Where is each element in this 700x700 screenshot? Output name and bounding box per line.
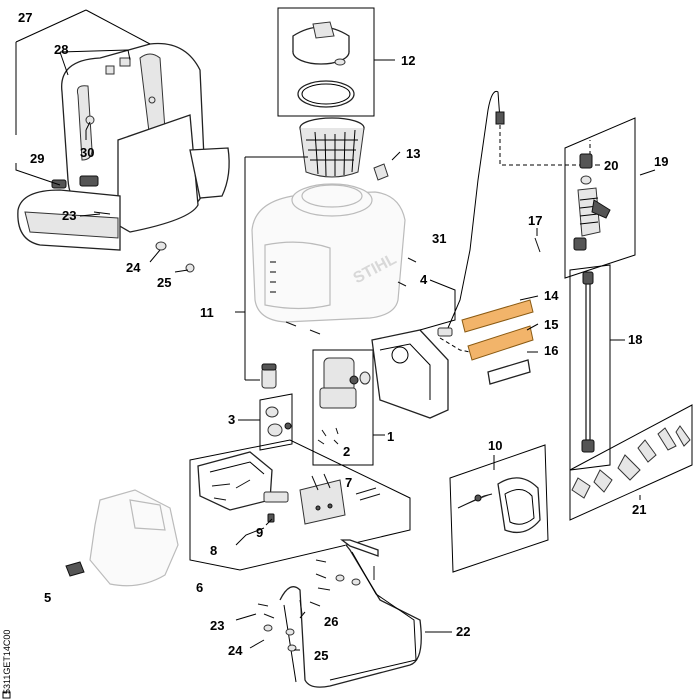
callout-12: 12	[401, 53, 415, 68]
callout-21: 21	[632, 502, 646, 517]
bolt-set-icon	[257, 559, 375, 652]
base-plate-icon	[65, 489, 179, 587]
callout-10: 10	[488, 438, 502, 453]
callout-25-bottom: 25	[314, 648, 328, 663]
spray-handle-icon	[573, 153, 611, 251]
spray-tube-icon	[581, 271, 595, 453]
hose-icon	[437, 90, 505, 337]
hose-clamp-icon	[534, 237, 541, 253]
decal-set-icon	[461, 299, 534, 385]
callout-20: 20	[604, 158, 618, 173]
callout-18: 18	[628, 332, 642, 347]
backpack-harness-icon	[17, 42, 230, 273]
valve-icon	[265, 406, 292, 437]
callout-6: 6	[196, 580, 203, 595]
callout-3: 3	[228, 412, 235, 427]
control-unit-icon	[197, 451, 381, 525]
callout-23-top: 23	[62, 208, 76, 223]
callout-27: 27	[18, 10, 32, 25]
callout-9: 9	[256, 525, 263, 540]
callout-26: 26	[324, 614, 338, 629]
drawing-code: 5311GET14C00	[2, 630, 12, 694]
callout-14: 14	[544, 288, 559, 303]
callout-24-top: 24	[126, 260, 141, 275]
callout-numbers: 1 2 3 4 5 6 7 8 9 10 11 12 13 14 15 16 1…	[18, 10, 668, 663]
carrying-frame-icon	[279, 539, 422, 688]
drawing-code-box	[2, 691, 11, 699]
callout-28: 28	[54, 42, 68, 57]
callout-1: 1	[387, 429, 394, 444]
callout-29: 29	[30, 151, 44, 166]
callout-19: 19	[654, 154, 668, 169]
callout-8: 8	[210, 543, 217, 558]
callout-13: 13	[406, 146, 420, 161]
clip-icon	[373, 163, 389, 181]
callout-17: 17	[528, 213, 542, 228]
callout-11: 11	[200, 305, 214, 320]
callout-30: 30	[80, 145, 94, 160]
tank-cap-icon	[292, 21, 355, 108]
callout-23-bottom: 23	[210, 618, 224, 633]
pump-icon	[317, 357, 359, 445]
callout-31: 31	[432, 231, 446, 246]
screw-icon	[285, 257, 417, 335]
callout-7: 7	[345, 475, 352, 490]
callout-24-bottom: 24	[228, 643, 243, 658]
spray-tank-icon: STIHL	[251, 183, 406, 323]
callout-25-top: 25	[157, 275, 171, 290]
strainer-basket-icon	[299, 117, 365, 178]
callout-2: 2	[343, 444, 350, 459]
callout-5: 5	[44, 590, 51, 605]
lance-holder-icon	[457, 477, 541, 534]
filter-icon	[261, 363, 277, 389]
nozzle-set-icon	[571, 425, 691, 499]
callout-4: 4	[420, 272, 428, 287]
callout-22: 22	[456, 624, 470, 639]
callout-16: 16	[544, 343, 558, 358]
callout-15: 15	[544, 317, 558, 332]
